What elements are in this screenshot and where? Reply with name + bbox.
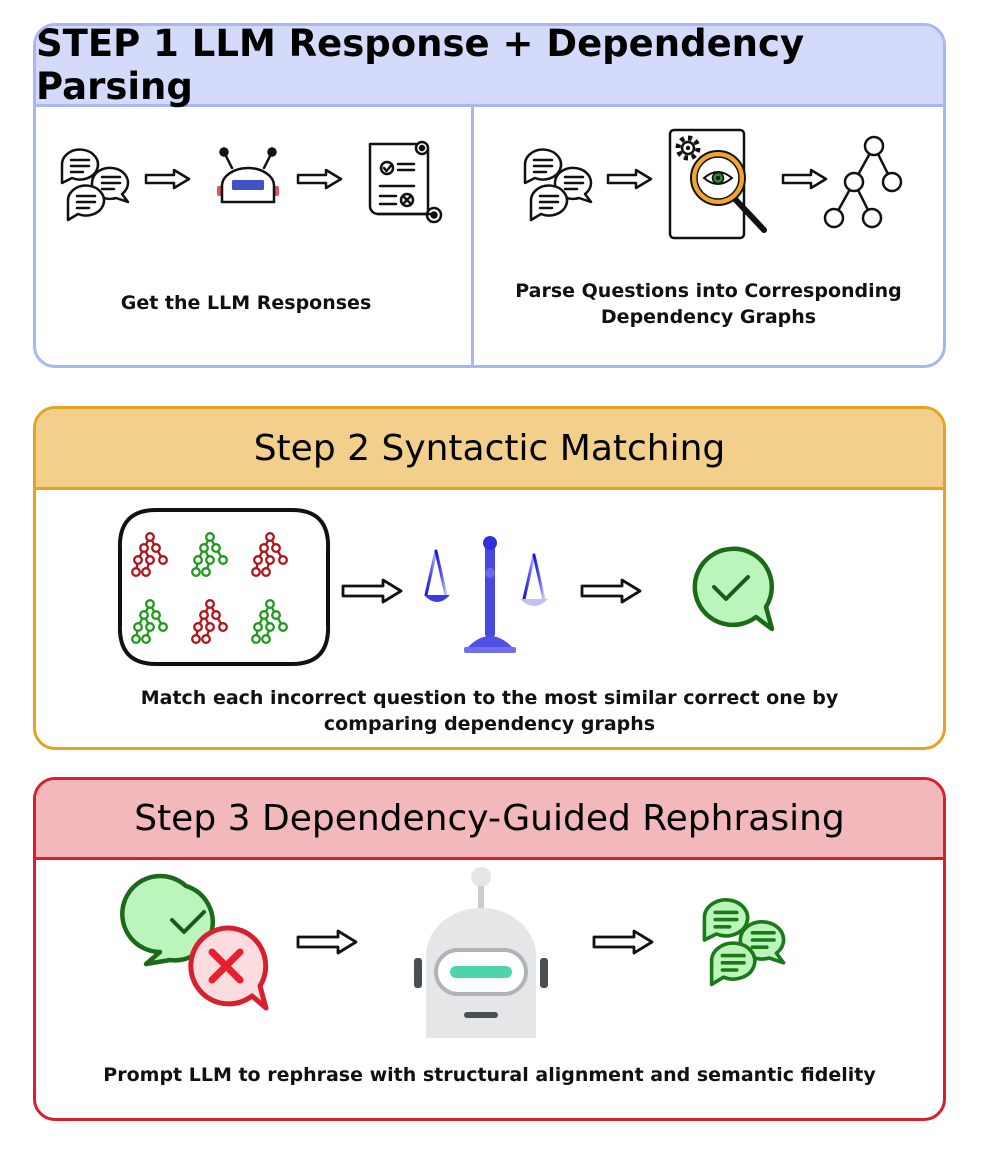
step1-title: STEP 1 LLM Response + Dependency Parsing [36, 26, 943, 108]
arrow-right-icon [592, 929, 654, 955]
arrow-right-icon [296, 929, 358, 955]
arrow-right-icon [144, 168, 191, 190]
green-chat-bubbles-icon [702, 898, 786, 987]
chat-bubbles-icon [523, 148, 593, 222]
check-bubble-icon [692, 546, 775, 632]
step2-panel: Step 2 Syntactic Matching [33, 406, 946, 750]
arrow-right-icon [580, 578, 642, 604]
checklist-scroll-icon [368, 140, 443, 224]
check-and-cross-bubbles-icon [120, 873, 269, 1011]
step3-caption: Prompt LLM to rephrase with structural a… [103, 1064, 876, 1086]
step1-divider [471, 107, 474, 365]
arrow-right-icon [296, 168, 343, 190]
step2-caption-line1: Match each incorrect question to the mos… [140, 687, 839, 709]
step1-right-caption-line1: Parse Questions into Corresponding [515, 280, 902, 302]
step3-panel: Step 3 Dependency-Guided Rephrasing [33, 777, 946, 1121]
chat-bubbles-icon [60, 148, 130, 222]
robot-icon [414, 867, 548, 1038]
step1-panel: STEP 1 LLM Response + Dependency Parsing [33, 23, 946, 368]
balance-scale-icon [424, 536, 548, 653]
arrow-right-icon [781, 168, 828, 190]
dependency-tree-icon [823, 135, 903, 229]
arrow-right-icon [341, 578, 403, 604]
step3-title: Step 3 Dependency-Guided Rephrasing [36, 780, 943, 860]
step1-right-caption-line2: Dependency Graphs [600, 306, 817, 328]
arrow-right-icon [606, 168, 653, 190]
document-magnifier-icon [668, 128, 767, 240]
dependency-graphs-collection [117, 508, 331, 666]
step2-caption-line2: comparing dependency graphs [323, 713, 656, 735]
step1-left-caption: Get the LLM Responses [120, 292, 372, 314]
robot-icon [217, 147, 279, 204]
step2-title: Step 2 Syntactic Matching [36, 409, 943, 490]
